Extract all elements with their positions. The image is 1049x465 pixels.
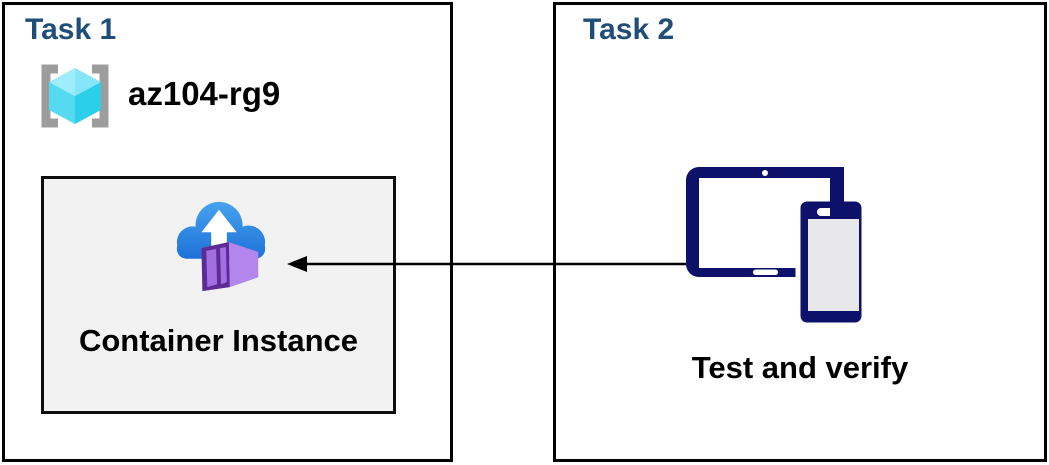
bracket-right <box>92 64 109 128</box>
upload-arrow-icon <box>201 209 237 256</box>
task1-box: Task 1 az104-rg9 <box>2 2 453 462</box>
container-instance-box: Container Instance <box>41 176 396 414</box>
container-instance-icon <box>176 201 266 292</box>
task2-box: Task 2 Test and verify <box>553 2 1047 462</box>
resource-group-name: az104-rg9 <box>128 75 281 112</box>
container-instance-label: Container Instance <box>78 323 359 358</box>
task1-title: Task 1 <box>25 13 117 46</box>
bracket-left <box>41 64 58 128</box>
cube <box>49 68 101 124</box>
resource-group-icon <box>41 64 109 128</box>
container-cube <box>201 242 259 292</box>
test-and-verify-label: Test and verify <box>691 350 909 385</box>
task2-title: Task 2 <box>583 13 675 46</box>
devices-icon <box>686 167 866 327</box>
phone-icon <box>795 167 866 327</box>
